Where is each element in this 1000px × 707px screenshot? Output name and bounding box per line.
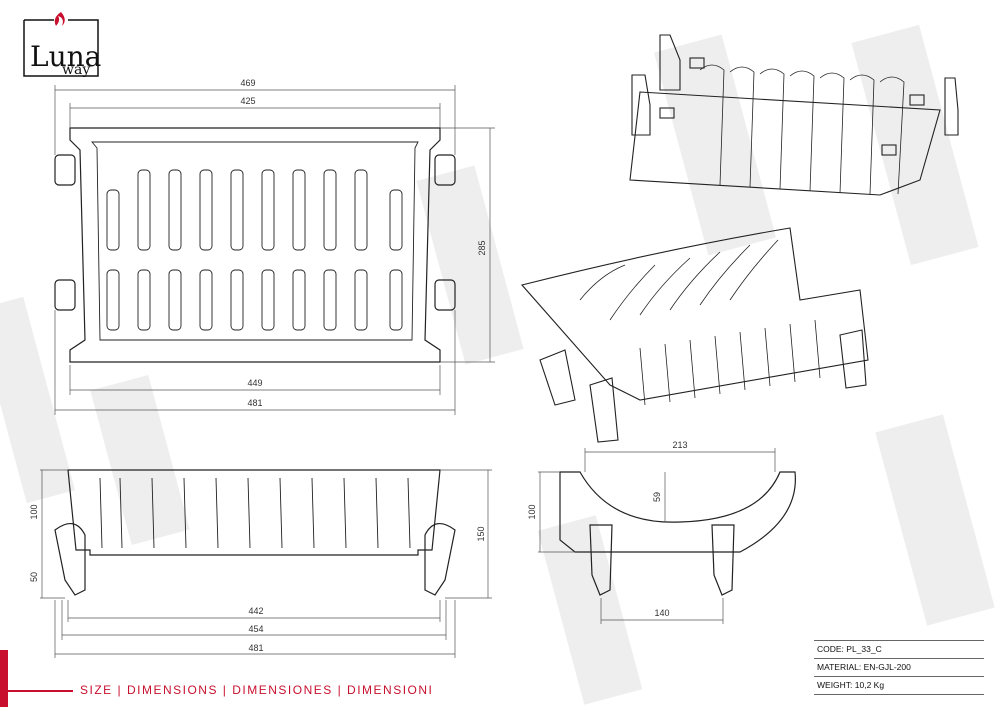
iso-view-top	[520, 227, 869, 443]
side-view-leg-right	[711, 524, 735, 596]
spec-code: CODE: PL_33_C	[814, 640, 984, 658]
top-view-lug-tl	[54, 154, 76, 186]
top-view-dim-lines	[54, 85, 495, 415]
spec-table: CODE: PL_33_C MATERIAL: EN-GJL-200 WEIGH…	[814, 640, 984, 695]
side-view	[559, 471, 796, 596]
iso-bottom-foot-2	[631, 74, 651, 136]
watermark-shape	[654, 34, 776, 256]
dim-top-inner-width: 425	[240, 96, 255, 106]
front-view-bars	[99, 477, 411, 549]
dim-side-height: 100	[527, 504, 537, 519]
watermark-layer	[0, 24, 995, 705]
iso-top-foot-3	[839, 329, 867, 389]
dim-top-bottom-overall: 481	[247, 398, 262, 408]
iso-view-bottom	[629, 34, 959, 196]
dim-top-bottom-inner: 449	[247, 378, 262, 388]
dim-side-base: 140	[654, 608, 669, 618]
dim-front-height-lower: 50	[29, 572, 39, 582]
dim-side-depth: 59	[652, 492, 662, 502]
iso-top-ribs	[579, 239, 821, 406]
footer-accent-bar	[0, 650, 8, 707]
spec-material: MATERIAL: EN-GJL-200	[814, 658, 984, 676]
front-view-body	[67, 469, 441, 556]
side-view-leg-left	[589, 524, 613, 596]
watermark-shape	[416, 165, 524, 365]
iso-bottom-pad-3	[909, 94, 925, 106]
footer-accent-line	[8, 690, 73, 692]
dim-top-overall-width: 469	[240, 78, 255, 88]
watermark-shape	[90, 374, 190, 546]
iso-bottom-foot-3	[944, 77, 959, 136]
iso-bottom-pad-1	[689, 57, 705, 69]
iso-bottom-ribs	[699, 64, 905, 195]
watermark-shape	[851, 24, 979, 266]
dim-side-width: 213	[672, 440, 687, 450]
front-view-dim-lines	[40, 469, 492, 658]
dim-front-height-upper: 100	[29, 504, 39, 519]
top-view	[54, 127, 456, 363]
logo-text: Luna	[30, 40, 102, 73]
dim-front-total-height: 150	[476, 526, 486, 541]
iso-top-frame	[520, 227, 869, 401]
footer-title: SIZE | DIMENSIONS | DIMENSIONES | DIMENS…	[80, 683, 434, 697]
side-view-body	[559, 471, 796, 553]
side-view-dim-lines	[538, 448, 776, 624]
dim-top-depth: 285	[477, 240, 487, 255]
dim-front-width-a: 442	[248, 606, 263, 616]
watermark-shape	[875, 414, 995, 626]
top-view-lug-bl	[54, 279, 76, 311]
top-view-slots	[106, 169, 403, 331]
iso-top-foot-1	[539, 349, 576, 406]
top-view-outline	[69, 127, 441, 363]
logo-frame-icon	[23, 12, 99, 77]
front-view	[54, 469, 456, 596]
front-view-leg-right	[424, 523, 456, 596]
iso-bottom-pad-2	[659, 107, 675, 119]
iso-bottom-frame	[629, 91, 941, 196]
iso-top-foot-2	[589, 377, 619, 443]
dim-front-width-b: 454	[248, 624, 263, 634]
dim-front-width-c: 481	[248, 643, 263, 653]
top-view-lug-tr	[434, 154, 456, 186]
top-view-inner	[91, 141, 419, 341]
iso-bottom-foot-1	[659, 34, 681, 91]
watermark-shape	[0, 296, 76, 504]
logo-subtext: way	[62, 62, 91, 78]
brand-logo: Luna way	[18, 10, 104, 82]
watermark-shape	[537, 515, 643, 705]
iso-bottom-pad-4	[881, 144, 897, 156]
spec-weight: WEIGHT: 10,2 Kg	[814, 676, 984, 695]
top-view-lug-br	[434, 279, 456, 311]
front-view-leg-left	[54, 523, 86, 596]
